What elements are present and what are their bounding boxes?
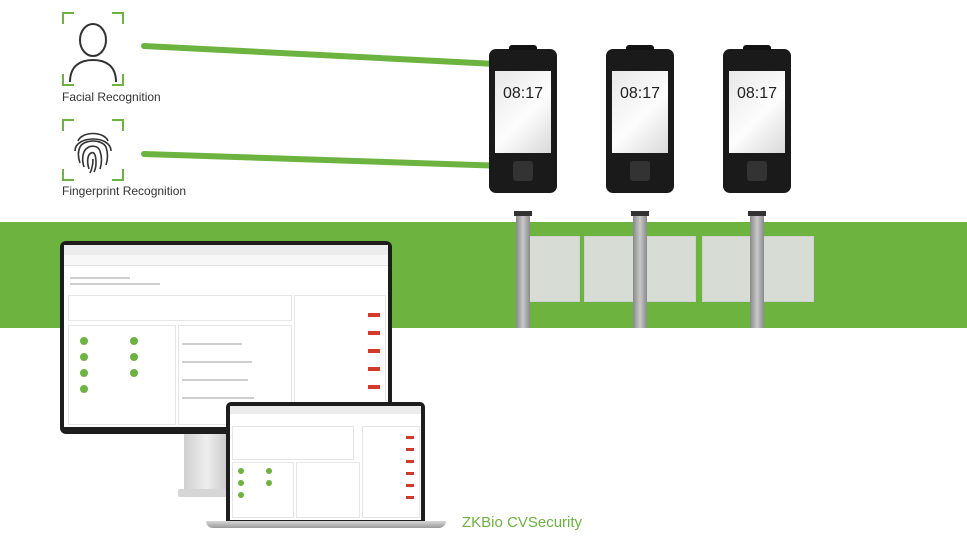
desktop-monitor [60,241,392,434]
terminal-clock: 08:17 [736,85,778,102]
fingerprint-connector-line [141,151,509,169]
face-terminal: 08:17 [723,45,791,193]
face-terminal: 08:17 [606,45,674,193]
pole-cap [514,211,532,216]
pole [516,216,530,328]
terminal-clock: 08:17 [619,85,661,102]
terminal-screen: 08:17 [729,71,785,153]
face-terminal: 08:17 [489,45,557,193]
pole-cap [748,211,766,216]
laptop-base [206,521,446,528]
face-icon [62,12,124,86]
fingerprint-sensor [747,161,767,181]
monitor-stand [184,434,234,492]
product-name: ZKBio CVSecurity [462,514,583,531]
laptop-screen [230,406,421,520]
fingerprint-icon [62,119,124,181]
pole [633,216,647,328]
monitor-stand-base [178,489,242,497]
fingerprint-sensor [630,161,650,181]
facial-recognition-label: Facial Recognition [62,90,161,104]
terminal-screen: 08:17 [612,71,668,153]
turnstile-panel [528,236,580,302]
fingerprint-recognition-label: Fingerprint Recognition [62,184,187,198]
terminal-clock: 08:17 [502,85,544,102]
monitor-screen [64,245,388,427]
face-connector-line [141,43,499,67]
fingerprint-sensor [513,161,533,181]
laptop [226,402,425,522]
pole-cap [631,211,649,216]
pole [750,216,764,328]
terminal-screen: 08:17 [495,71,551,153]
